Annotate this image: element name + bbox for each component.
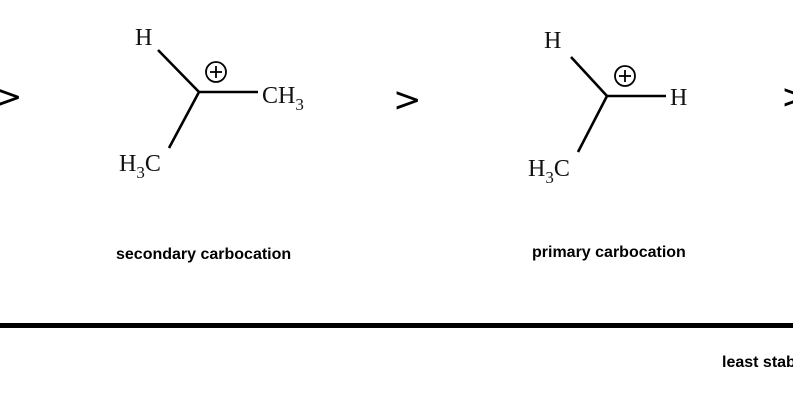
greater-than-left: >: [0, 77, 23, 117]
atom-h3c: H3C: [119, 151, 161, 182]
positive-charge-icon: [205, 61, 227, 83]
bond-c-h3c: [576, 95, 609, 153]
bond-c-h3c: [167, 91, 201, 149]
secondary-carbocation-structure: [157, 49, 258, 149]
primary-carbocation-structure: [570, 56, 666, 153]
bond-c-h: [157, 49, 200, 93]
atom-h-right: H: [670, 85, 687, 111]
greater-than-middle: >: [393, 80, 422, 120]
atom-ch3: CH3: [262, 83, 304, 114]
secondary-carbocation-label: secondary carbocation: [116, 246, 292, 263]
atom-h3c: H3C: [528, 156, 570, 187]
greater-than-right: >: [781, 77, 793, 117]
primary-carbocation-label: primary carbocation: [532, 244, 686, 261]
atom-h-top: H: [544, 28, 561, 54]
atom-h-top: H: [135, 25, 152, 51]
bond-c-h-top: [570, 56, 608, 97]
least-stable-label: least stable: [722, 354, 793, 371]
divider-line: [0, 323, 793, 328]
positive-charge-icon: [614, 65, 636, 87]
